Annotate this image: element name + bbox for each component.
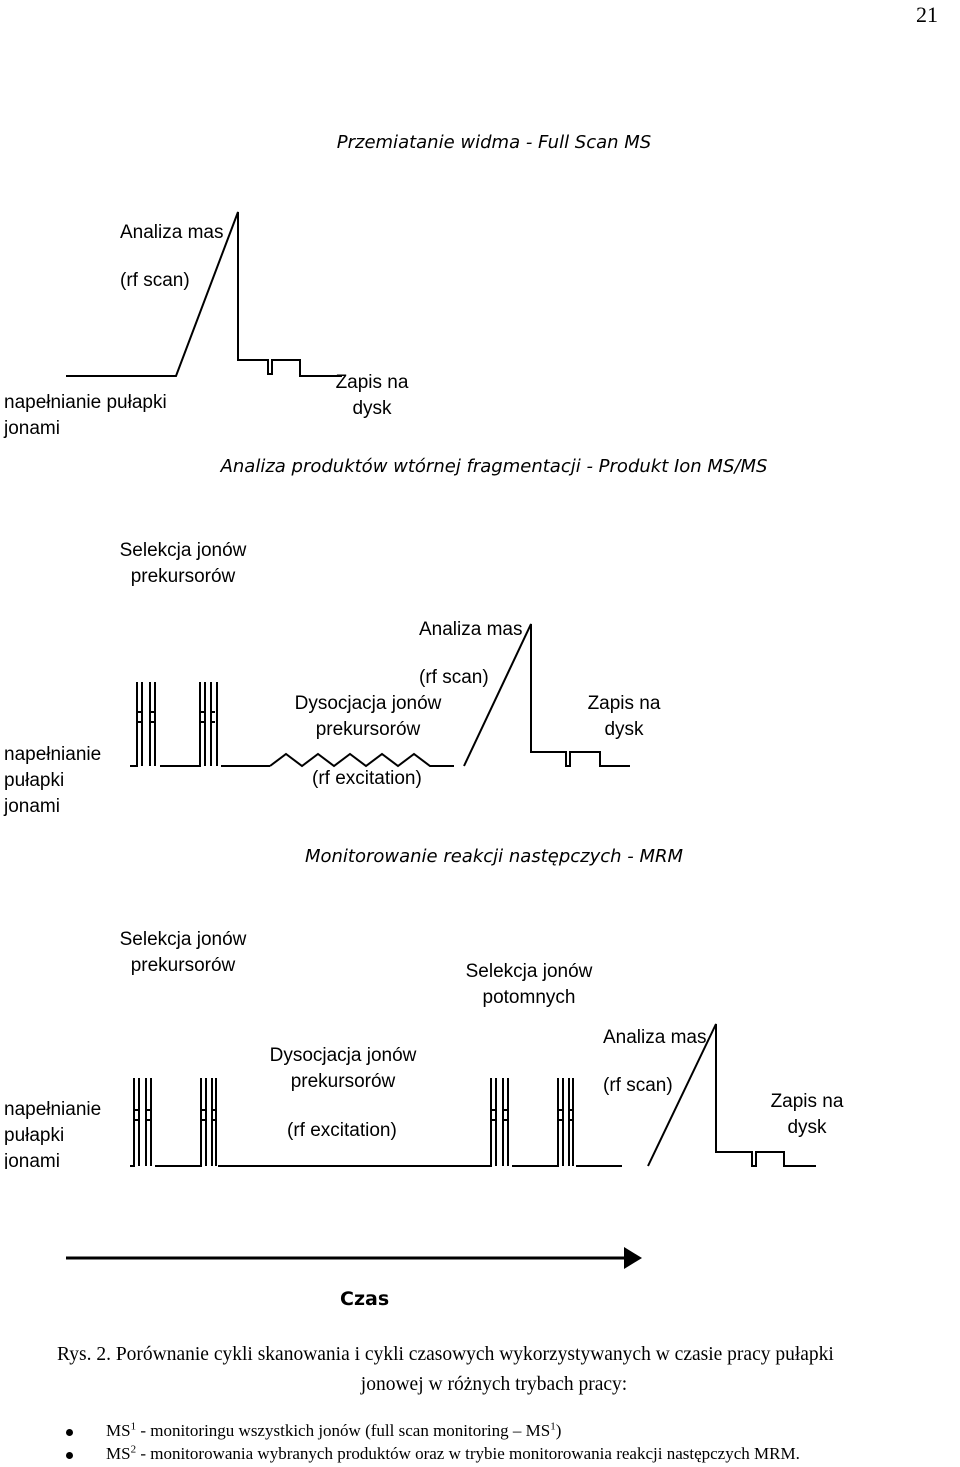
precursor-selection-label-line1: Selekcja jonów [119, 540, 247, 561]
rf-excitation-label: (rf excitation) [287, 1120, 397, 1141]
page-number: 21 [916, 2, 938, 27]
disk-write-label-line2: dysk [604, 719, 644, 740]
rf-scan-label: (rf scan) [120, 270, 190, 291]
dissociation-label-line1: Dysocjacja jonów [294, 693, 442, 714]
trap-fill-label-line3: jonami [4, 1151, 60, 1169]
trap-fill-label-line1: napełnianie [4, 1099, 102, 1120]
dissociation-label-line2: prekursorów [290, 1071, 396, 1092]
trap-fill-label-line2: pułapki [4, 1125, 65, 1146]
section-title-full-scan: Przemiatanie widma - Full Scan MS [336, 132, 652, 153]
trap-fill-label-clip: jonami [0, 1149, 80, 1169]
precursor-selection-pulses [130, 682, 270, 767]
section-title-mrm: Monitorowanie reakcji następczych - MRM [304, 846, 684, 867]
trap-fill-label-line1: napełnianie [4, 744, 102, 765]
dissociation-label-line2: prekursorów [315, 719, 421, 740]
section-title-product-ion: Analiza produktów wtórnej fragmentacji -… [220, 456, 768, 477]
bullet-suffix: ) [555, 1421, 562, 1440]
bullet-dot [66, 1452, 73, 1459]
rf-excitation-label: (rf excitation) [312, 768, 422, 789]
daughter-selection-pulses [426, 1078, 622, 1167]
dissociation-label-line1: Dysocjacja jonów [269, 1045, 417, 1066]
ms-superscript: 1 [550, 1420, 556, 1433]
disk-write-label-line1: Zapis na [587, 693, 661, 714]
bullet-text: - monitorowania wybranych produktów oraz… [136, 1444, 800, 1463]
rf-excitation-zigzag [269, 752, 454, 768]
rf-scan-label: (rf scan) [603, 1075, 673, 1096]
bullet-item-ms2: MS2 - monitorowania wybranych produktów … [106, 1441, 800, 1467]
figure-caption-line2: jonowej w różnych trybach pracy: [360, 1374, 628, 1395]
daughter-selection-label-line2: potomnych [482, 987, 576, 1008]
precursor-selection-label-line2: prekursorów [130, 566, 236, 587]
bullet-text: - monitoringu wszystkich jonów (full sca… [136, 1421, 551, 1440]
daughter-selection-label-line1: Selekcja jonów [465, 961, 593, 982]
trap-fill-label-line3: jonami [4, 796, 60, 817]
mass-analysis-label: Analiza mas [120, 222, 224, 243]
trap-fill-label-line2: pułapki [4, 770, 65, 791]
figure-caption-line1: Rys. 2. Porównanie cykli skanowania i cy… [57, 1344, 834, 1365]
mass-analysis-label: Analiza mas [603, 1027, 707, 1048]
disk-write-label-line1: Zapis na [335, 372, 409, 393]
time-axis-label: Czas [340, 1288, 390, 1310]
time-axis-arrowhead [624, 1247, 642, 1269]
ms-prefix: MS [106, 1421, 131, 1440]
trap-fill-label-line2: jonami [4, 418, 60, 439]
bullet-dot [66, 1429, 73, 1436]
mass-analysis-label: Analiza mas [419, 619, 523, 640]
precursor-selection-label-line1: Selekcja jonów [119, 929, 247, 950]
mrm-mass-scan-ramp [647, 1023, 816, 1167]
full-scan-waveform [66, 211, 342, 377]
ms-superscript: 2 [130, 1443, 137, 1456]
precursor-selection-label-line2: prekursorów [130, 955, 236, 976]
mass-scan-ramp [463, 623, 630, 767]
ms-prefix: MS [106, 1444, 131, 1463]
mrm-precursor-selection-pulses [130, 1078, 262, 1167]
disk-write-label-line2: dysk [352, 398, 392, 419]
disk-write-label-line1: Zapis na [770, 1091, 844, 1112]
disk-write-label-line2: dysk [787, 1117, 827, 1138]
trap-fill-label-line1: napełnianie pułapki [4, 392, 167, 413]
bullet-item-ms1: MS1 - monitoringu wszystkich jonów (full… [106, 1418, 561, 1444]
rf-scan-label: (rf scan) [419, 667, 489, 688]
ms-superscript: 1 [130, 1420, 137, 1433]
